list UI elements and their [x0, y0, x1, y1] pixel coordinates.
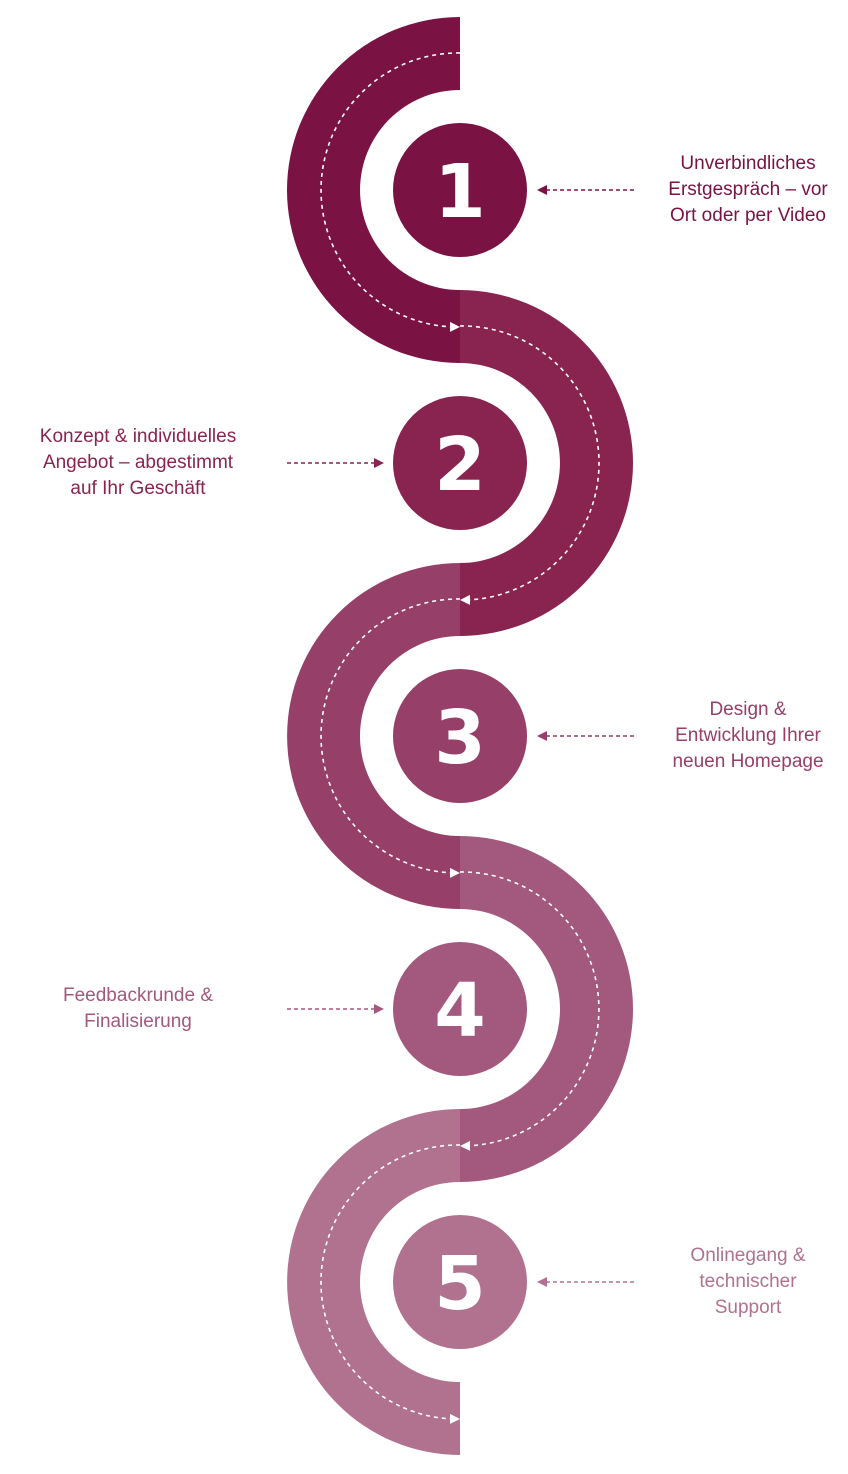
step-number-2: 2: [434, 422, 486, 508]
step-circle-1: [393, 123, 527, 257]
path-arcs: [287, 17, 633, 1455]
step-label-4: Feedbackrunde & Finalisierung: [63, 985, 213, 1032]
path-dashed-guide-1: [320, 52, 461, 332]
path-dashed-guide-3: [320, 598, 461, 878]
step-label-5: Onlinegang & technischer Support: [690, 1245, 806, 1318]
step-label-1: Unverbindliches Erstgespräch – vor Ort o…: [668, 153, 828, 226]
path-dashed-guide-5: [320, 1144, 461, 1424]
step-number-3: 3: [434, 695, 486, 781]
step-circle-5: [393, 1215, 527, 1349]
step-circle-2: [393, 396, 527, 530]
step-number-5: 5: [434, 1241, 486, 1327]
step-label-2: Konzept & individuelles Angebot – abgest…: [39, 426, 237, 499]
label-connectors: [287, 185, 634, 1287]
path-arc-2: [460, 290, 633, 636]
step-number-1: 1: [434, 149, 486, 235]
path-dashed-guide-2: [459, 325, 600, 605]
step-circle-4: [393, 942, 527, 1076]
step-circle-3: [393, 669, 527, 803]
path-arc-5: [287, 1109, 460, 1455]
path-dashed-guide-4: [459, 871, 600, 1151]
path-arc-1: [287, 17, 460, 363]
path-arc-3: [287, 563, 460, 909]
path-arc-4: [460, 836, 633, 1182]
step-number-4: 4: [434, 968, 486, 1054]
step-label-3: Design & Entwicklung Ihrer neuen Homepag…: [672, 699, 824, 772]
step-circles: 1 2 3 4 5: [393, 123, 527, 1349]
